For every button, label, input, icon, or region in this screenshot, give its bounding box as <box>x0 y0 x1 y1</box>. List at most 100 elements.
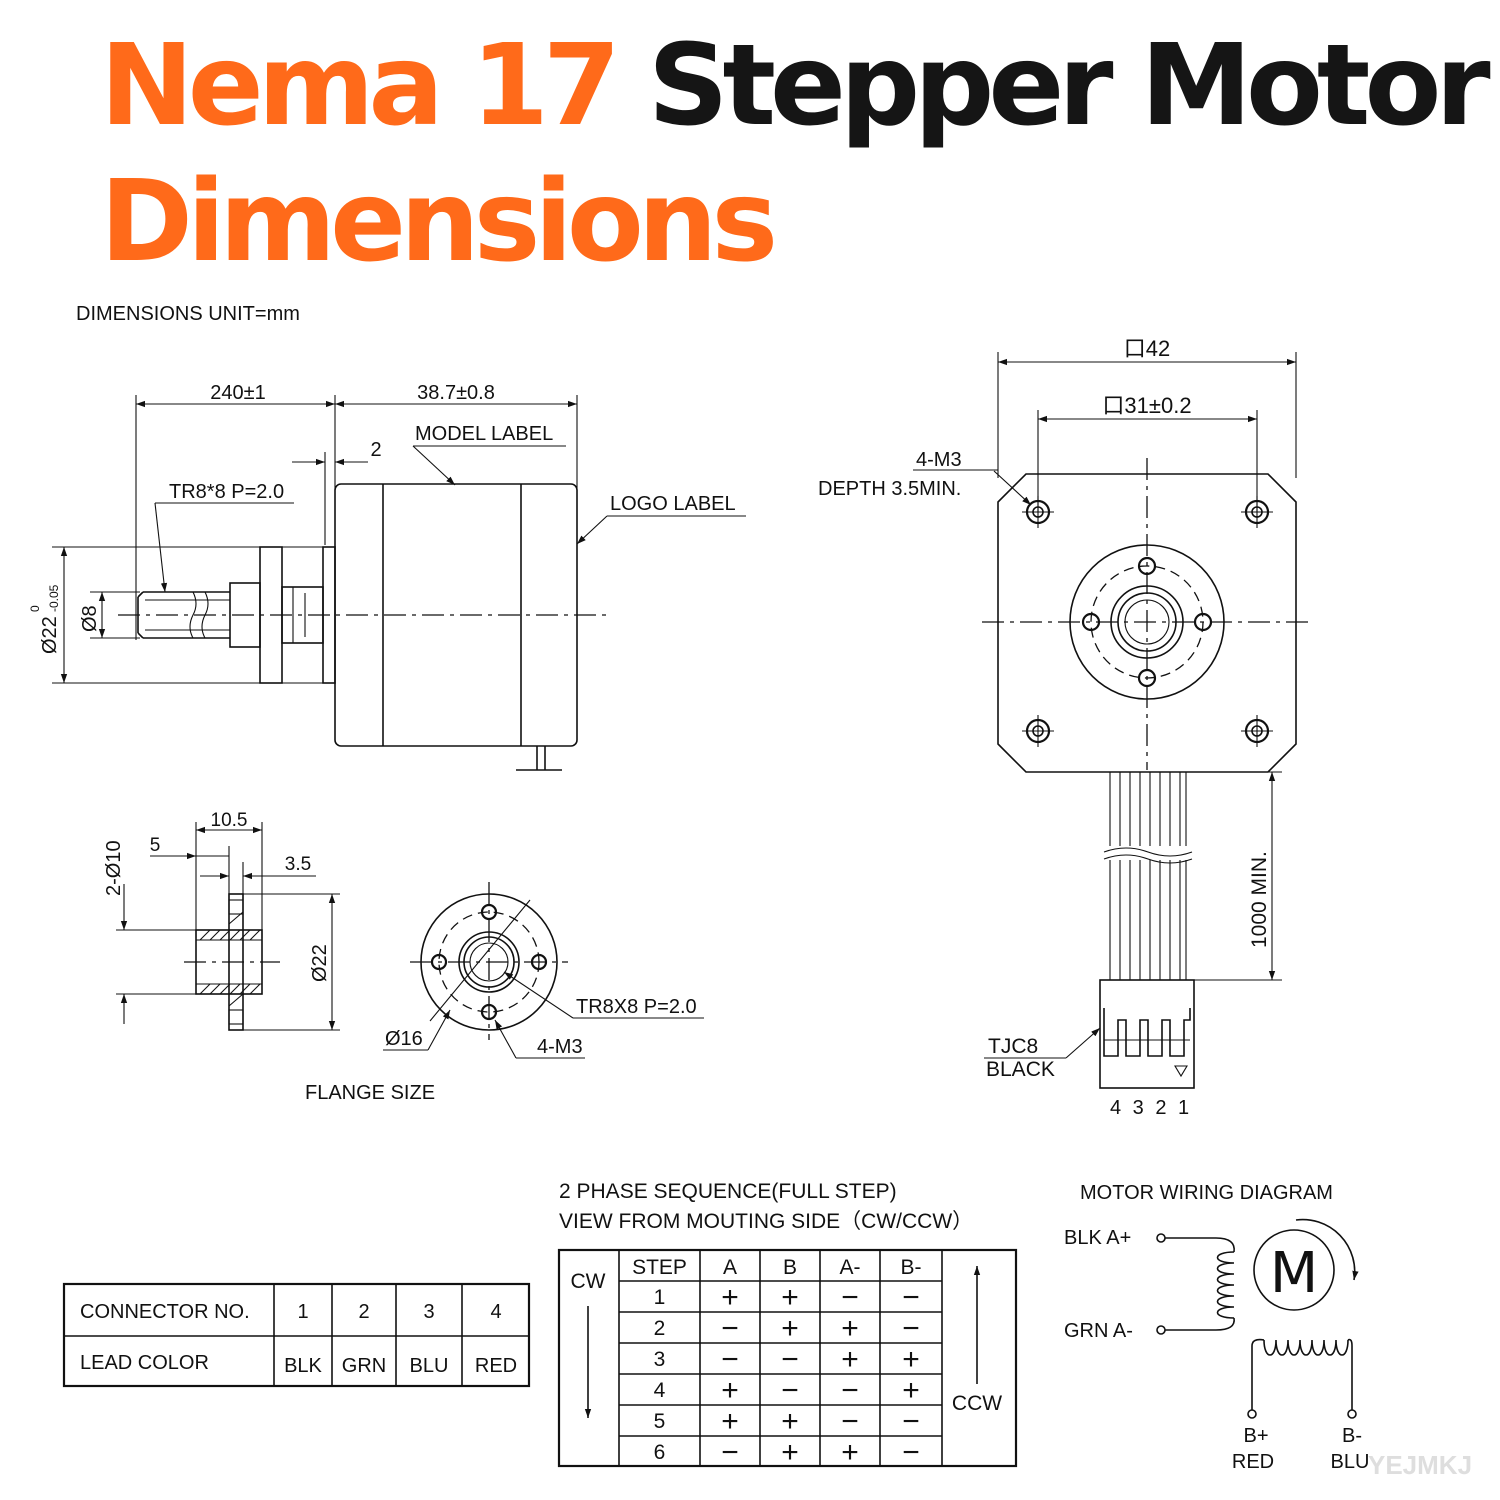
connector-color: BLACK <box>986 1058 1055 1081</box>
thread-spec: TR8*8 P=2.0 <box>169 481 284 503</box>
phase-cell: + <box>841 1312 859 1345</box>
phase-cell: − <box>781 1374 799 1407</box>
connector-pins <box>1103 1008 1191 1057</box>
dim-boss-diameter-group: Ø22 0 -0.05 <box>28 584 61 654</box>
phase-cell: − <box>841 1405 859 1438</box>
wire-b-plus-color: RED <box>1232 1451 1274 1473</box>
terminal-b-minus <box>1347 1409 1357 1419</box>
ccw-label: CCW <box>952 1392 1002 1415</box>
phase-step: 4 <box>654 1379 666 1402</box>
title-dimensions: Dimensions <box>100 157 778 287</box>
dim-flange-holes: 2-Ø10 <box>103 840 125 896</box>
leader-flange-holes <box>494 1019 517 1059</box>
phase-sequence: 2 PHASE SEQUENCE(FULL STEP) VIEW FROM MO… <box>557 1180 1018 1469</box>
phase-cell: − <box>902 1281 920 1314</box>
wire <box>1251 1338 1265 1410</box>
wire-b-plus: B+ <box>1243 1425 1268 1447</box>
cw-label: CW <box>571 1270 606 1293</box>
flange-hole-section <box>228 1009 244 1025</box>
motor-symbol: M <box>1270 1241 1318 1306</box>
phase-step: 5 <box>654 1410 666 1433</box>
wire-b-minus: B- <box>1342 1425 1362 1447</box>
phase-cell: + <box>781 1405 799 1438</box>
pin1-triangle-icon <box>1174 1065 1188 1078</box>
screw-chamfer <box>137 632 144 639</box>
flange-holes-label: 4-M3 <box>537 1036 583 1058</box>
motor-circle <box>1253 1229 1335 1311</box>
leader-logo-label <box>576 515 608 545</box>
phase-header: A <box>723 1256 737 1279</box>
phase-cell: − <box>721 1343 739 1376</box>
wire <box>1165 1317 1235 1331</box>
title-stepper-motor: Stepper Motor <box>647 21 1491 151</box>
flange-hole-section <box>228 899 244 915</box>
watermark: YEJMKJ <box>1368 1450 1472 1480</box>
side-view: DIMENSIONS UNIT=mm 240±1 38.7±0.8 2 MODE… <box>28 303 746 771</box>
mount-hole <box>1241 715 1273 747</box>
wire-a-plus: BLK A+ <box>1064 1227 1131 1249</box>
flange-pcd-label: Ø16 <box>385 1028 423 1050</box>
front-view: 口42 口31±0.2 <box>818 336 1312 1119</box>
dim-3-5: 3.5 <box>285 854 311 875</box>
phase-cell: − <box>902 1436 920 1469</box>
phase-header: B <box>783 1256 797 1279</box>
connector-number: 3 <box>423 1301 434 1323</box>
leader-pcd <box>427 1009 451 1051</box>
lead-color: BLK <box>284 1355 322 1377</box>
phase-cell: + <box>721 1405 739 1438</box>
phase-cell: − <box>841 1281 859 1314</box>
phase-cell: − <box>721 1312 739 1345</box>
phase-cell: + <box>841 1436 859 1469</box>
leader-model-label <box>412 445 456 486</box>
section-hatch <box>199 911 261 1007</box>
dim-boss-height: 2 <box>370 439 381 461</box>
flange-thread-spec: TR8X8 P=2.0 <box>576 996 697 1018</box>
wire-a-minus: GRN A- <box>1064 1320 1133 1342</box>
phase-cell: − <box>721 1436 739 1469</box>
coil-a-icon <box>1216 1251 1235 1319</box>
connector-housing <box>1099 979 1195 1089</box>
leader-flange-thread <box>503 971 574 1019</box>
connector-number: 2 <box>358 1301 369 1323</box>
flange-front-hole <box>480 903 498 921</box>
phase-cell: + <box>902 1343 920 1376</box>
phase-cell: + <box>841 1343 859 1376</box>
mount-depth-label: DEPTH 3.5MIN. <box>818 478 961 500</box>
phase-header: A- <box>840 1256 861 1279</box>
dim-hole-spacing: 口31±0.2 <box>1102 393 1191 418</box>
phase-step: 2 <box>654 1317 666 1340</box>
wire-b-minus-color: BLU <box>1331 1451 1370 1473</box>
phase-title-1: 2 PHASE SEQUENCE(FULL STEP) <box>559 1180 897 1203</box>
page-title: Nema 17 Stepper Motor Dimensions <box>100 18 1491 290</box>
pin-numbers: 4 3 2 1 <box>1110 1097 1192 1119</box>
model-label: MODEL LABEL <box>415 423 553 445</box>
wire <box>1165 1237 1235 1253</box>
phase-cell: + <box>721 1374 739 1407</box>
dim-leadscrew-length: 240±1 <box>210 382 265 404</box>
title-nema-17: Nema 17 <box>100 21 621 151</box>
unit-note: DIMENSIONS UNIT=mm <box>76 303 300 325</box>
phase-header: STEP <box>632 1256 687 1279</box>
dim-body-square: 口42 <box>1124 336 1170 361</box>
connector-type: TJC8 <box>988 1035 1038 1058</box>
title-line-2: Dimensions <box>100 154 1485 290</box>
connector-table: CONNECTOR NO. LEAD COLOR 1 2 3 4 BLK GRN… <box>62 1282 531 1388</box>
connector-number: 4 <box>490 1301 501 1323</box>
phase-step: 1 <box>654 1286 666 1309</box>
break-line <box>189 591 197 639</box>
lead-color: BLU <box>410 1355 449 1377</box>
phase-table-border <box>557 1248 1018 1468</box>
mount-hole <box>1241 496 1273 528</box>
phase-step: 6 <box>654 1441 666 1464</box>
flange-drawing: 10.5 5 3.5 <box>103 810 704 1104</box>
wiring-title: MOTOR WIRING DIAGRAM <box>1080 1182 1333 1204</box>
phase-cell: − <box>902 1312 920 1345</box>
leader-mount <box>993 470 1032 506</box>
screw-chamfer <box>137 591 144 598</box>
phase-title-2: VIEW FROM MOUTING SIDE（CW/CCW） <box>559 1210 973 1233</box>
rotation-arrow-icon <box>1295 1218 1359 1281</box>
terminal-a-minus <box>1156 1325 1166 1335</box>
phase-cell: − <box>841 1374 859 1407</box>
